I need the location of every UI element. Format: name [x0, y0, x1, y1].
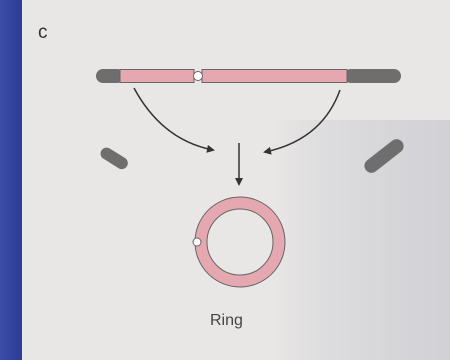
ring-label: Ring	[210, 312, 270, 330]
chromosome-tip-right	[344, 69, 401, 83]
centromere	[194, 72, 203, 81]
ring-chromosome	[193, 197, 285, 287]
curved-arrow-right	[265, 90, 340, 152]
ring-centromere	[193, 238, 201, 246]
curved-arrow-left	[134, 88, 213, 150]
fragment-right	[362, 136, 407, 175]
fragment-left	[98, 145, 130, 171]
figure-panel: c Ring	[22, 0, 450, 360]
slide-background-strip	[0, 0, 20, 360]
chromosome-diagram	[22, 0, 450, 360]
ring-inner	[207, 209, 273, 275]
linear-chromosome	[96, 69, 401, 83]
chromosome-arm-left	[120, 70, 194, 83]
chromosome-arm-right	[202, 70, 347, 83]
